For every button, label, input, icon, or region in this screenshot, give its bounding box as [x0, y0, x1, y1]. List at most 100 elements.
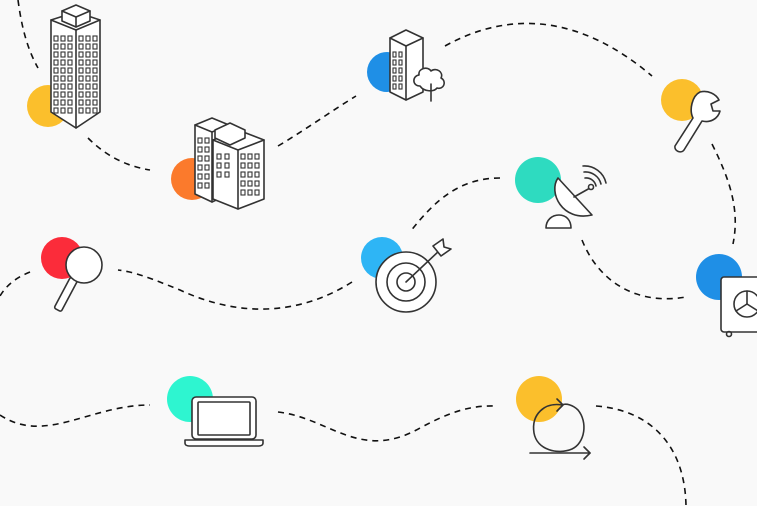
window: [92, 91, 98, 98]
window: [67, 59, 73, 66]
window: [216, 153, 222, 160]
window: [254, 189, 260, 196]
window: [67, 43, 73, 50]
office-tower-icon: [50, 4, 101, 129]
window: [53, 51, 59, 58]
window: [392, 67, 397, 74]
window: [247, 189, 253, 196]
window: [92, 51, 98, 58]
window: [53, 59, 59, 66]
node-safe: [696, 254, 757, 338]
window: [216, 171, 222, 178]
node-magnifier: [41, 237, 103, 312]
window: [85, 67, 91, 74]
window: [53, 99, 59, 106]
path-segment: [117, 269, 353, 310]
window: [53, 43, 59, 50]
accent-dot: [515, 157, 561, 203]
window: [78, 67, 84, 74]
window: [398, 83, 403, 90]
path-segment: [17, 0, 39, 69]
window: [197, 164, 203, 171]
path-segment: [0, 271, 31, 297]
laptop-icon: [184, 396, 264, 447]
window: [85, 35, 91, 42]
window: [204, 146, 210, 153]
window: [53, 107, 59, 114]
window: [392, 83, 397, 90]
window: [60, 99, 66, 106]
window: [85, 107, 91, 114]
window: [53, 67, 59, 74]
wrench-icon: [674, 90, 721, 153]
node-building-with-tree: [367, 29, 446, 102]
window: [85, 51, 91, 58]
window: [398, 67, 403, 74]
window: [92, 99, 98, 106]
window: [92, 75, 98, 82]
window: [78, 43, 84, 50]
window: [204, 164, 210, 171]
window: [67, 51, 73, 58]
safe-icon: [720, 276, 757, 338]
window: [197, 146, 203, 153]
window: [78, 99, 84, 106]
window: [60, 75, 66, 82]
node-office-buildings: [171, 117, 265, 210]
window: [224, 171, 230, 178]
window: [60, 107, 66, 114]
office-buildings-icon: [194, 117, 265, 210]
window: [78, 83, 84, 90]
window: [204, 173, 210, 180]
window: [53, 35, 59, 42]
magnifier-icon: [53, 246, 103, 312]
window: [67, 99, 73, 106]
window: [204, 155, 210, 162]
window: [67, 75, 73, 82]
window: [197, 155, 203, 162]
window: [85, 75, 91, 82]
window: [254, 171, 260, 178]
window: [85, 83, 91, 90]
window: [53, 75, 59, 82]
path-segment: [581, 239, 687, 300]
node-cycle-arrow: [516, 376, 591, 460]
path-segment: [87, 137, 151, 171]
window: [78, 107, 84, 114]
window: [92, 59, 98, 66]
target-arrow-icon: [375, 238, 452, 313]
window: [85, 99, 91, 106]
window: [60, 51, 66, 58]
node-laptop: [167, 376, 264, 447]
window: [85, 91, 91, 98]
window: [53, 91, 59, 98]
window: [78, 51, 84, 58]
path-segment: [711, 143, 736, 245]
path-segment: [444, 22, 653, 77]
window: [67, 91, 73, 98]
window: [53, 83, 59, 90]
window: [398, 51, 403, 58]
window: [92, 43, 98, 50]
window: [197, 182, 203, 189]
window: [60, 35, 66, 42]
window: [392, 51, 397, 58]
cycle-arrow-icon: [529, 398, 591, 460]
window: [60, 59, 66, 66]
window: [60, 43, 66, 50]
window: [92, 83, 98, 90]
window: [67, 35, 73, 42]
window: [78, 75, 84, 82]
satellite-dish-icon: [545, 165, 607, 229]
window: [67, 83, 73, 90]
node-target-arrow: [361, 237, 452, 313]
window: [85, 59, 91, 66]
window: [240, 180, 246, 187]
window: [197, 173, 203, 180]
window: [254, 180, 260, 187]
node-office-tower: [27, 4, 101, 129]
window: [78, 35, 84, 42]
window: [240, 189, 246, 196]
window: [392, 59, 397, 66]
window: [67, 107, 73, 114]
